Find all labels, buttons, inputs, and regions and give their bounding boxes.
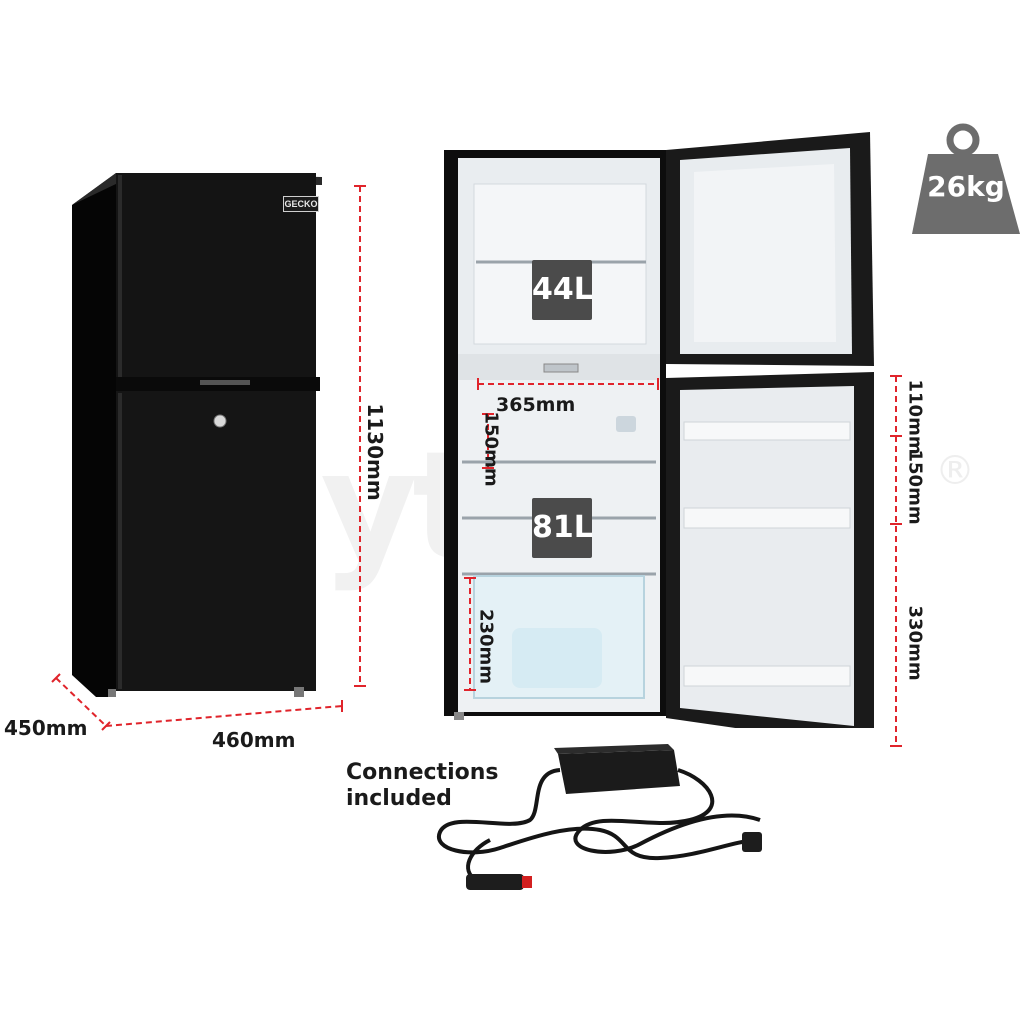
freezer-capacity-badge: 44L <box>532 260 593 320</box>
width-dimension-label: 460mm <box>212 728 296 752</box>
connections-caption: Connections included <box>346 760 498 812</box>
height-dimension-line <box>354 185 366 687</box>
depth-dimension-label: 450mm <box>4 716 88 740</box>
fridge-capacity-badge: 81L <box>532 498 593 558</box>
shelf-gap-label: 150mm <box>480 411 502 487</box>
door-dimension-line <box>890 375 902 747</box>
power-cables-image <box>436 744 762 890</box>
fridge-door <box>116 391 316 691</box>
door-middle-label: 150mm <box>904 449 926 525</box>
fridge-side-panel <box>72 173 116 697</box>
car-charger-plug <box>466 874 524 890</box>
weight-icon <box>912 123 1020 234</box>
freezer-door <box>116 173 316 379</box>
wall-plug <box>742 832 762 852</box>
door-bottom-label: 330mm <box>904 605 926 681</box>
crisper-height-label: 230mm <box>475 608 497 685</box>
inner-width-label: 365mm <box>496 394 576 416</box>
door-lock-icon <box>213 414 227 428</box>
watermark-registered-mark: ® <box>935 448 975 494</box>
inner-dimension-lines <box>464 378 659 691</box>
door-top-label: 110mm <box>904 379 926 455</box>
closed-fridge-image <box>72 173 322 697</box>
connections-caption-line1: Connections <box>346 760 499 785</box>
power-adapter <box>558 750 680 794</box>
height-dimension-label: 1130mm <box>363 403 387 501</box>
base-dimension-lines <box>51 673 343 731</box>
weight-value: 26kg <box>927 170 1005 203</box>
brand-badge: GECKO <box>283 196 319 212</box>
connections-caption-line2: included <box>346 786 452 811</box>
